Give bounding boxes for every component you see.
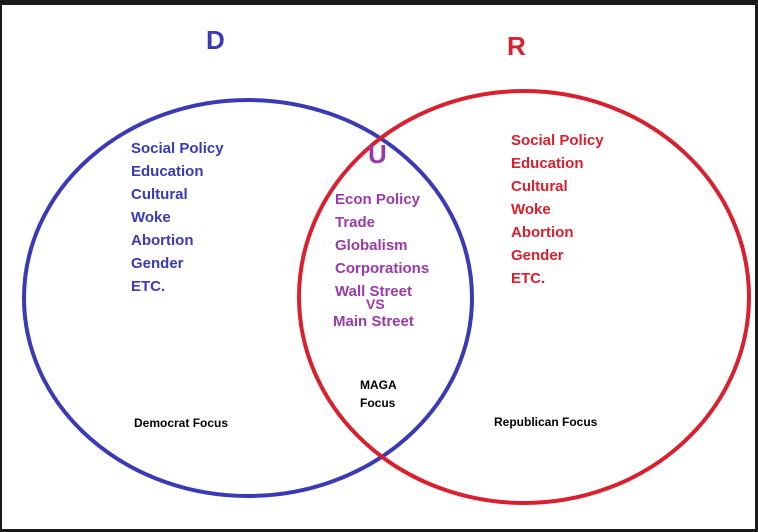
republican-circle — [297, 89, 751, 505]
democrat-focus-caption: Democrat Focus — [134, 416, 229, 430]
democrat-topic: Cultural — [131, 186, 188, 203]
overlap-topic: Globalism — [335, 237, 408, 254]
republican-topic: Social Policy — [511, 132, 604, 149]
democrat-topic: Social Policy — [131, 140, 224, 157]
maga-focus-caption-line1: MAGA — [360, 378, 397, 392]
overlap-topics-list: Econ Policy Trade Globalism Corporations… — [335, 188, 429, 303]
democrat-letter: D — [206, 25, 225, 55]
republican-topic: Woke — [511, 201, 551, 218]
overlap-topic: Wall Street — [335, 283, 412, 300]
democrat-topic: Abortion — [131, 232, 194, 249]
democrat-topic: Education — [131, 163, 204, 180]
democrat-circle — [22, 98, 474, 498]
venn-diagram — [22, 89, 751, 505]
republican-topic: Abortion — [511, 224, 574, 241]
republican-topic: Cultural — [511, 178, 568, 195]
overlap-topic-main-street: Main Street — [333, 313, 414, 330]
republican-topic: Gender — [511, 247, 564, 264]
overlap-topic: Econ Policy — [335, 191, 421, 208]
democrat-topic: Gender — [131, 255, 184, 272]
democrat-topic: Woke — [131, 209, 171, 226]
republican-focus-caption: Republican Focus — [494, 415, 598, 429]
maga-focus-caption-line2: Focus — [360, 396, 396, 410]
republican-topic: Education — [511, 155, 584, 172]
republican-topics-list: Social Policy Education Cultural Woke Ab… — [511, 129, 604, 290]
overlap-topic: Trade — [335, 214, 376, 231]
overlap-vs-label: VS — [366, 296, 385, 312]
republican-letter: R — [507, 31, 526, 61]
overlap-topic: Corporations — [335, 260, 430, 277]
democrat-topic: ETC. — [131, 278, 166, 295]
republican-topic: ETC. — [511, 270, 546, 287]
democrat-topics-list: Social Policy Education Cultural Woke Ab… — [131, 137, 224, 298]
overlap-letter: U — [368, 139, 387, 169]
